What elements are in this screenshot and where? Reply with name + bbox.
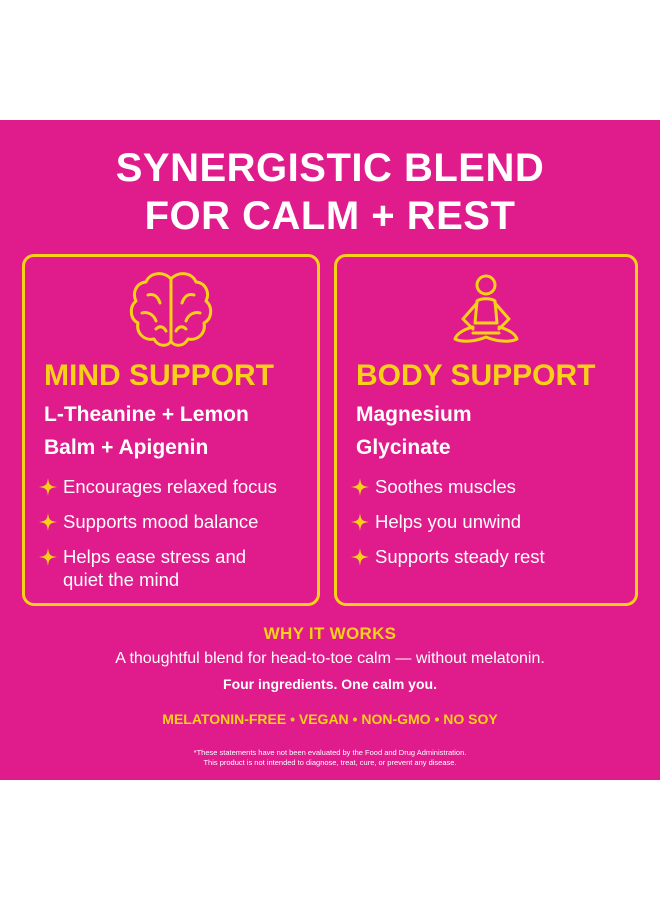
headline-line-2: FOR CALM + REST xyxy=(144,194,516,238)
benefit-list: Soothes muscles Helps you unwind Support… xyxy=(351,475,545,580)
why-tagline: Four ingredients. One calm you. xyxy=(223,676,437,692)
disclaimer-line-2: This product is not intended to diagnose… xyxy=(203,758,457,767)
card-subtitle-line-2: Balm + Apigenin xyxy=(44,436,209,459)
claims-badges: MELATONIN-FREE • VEGAN • NON-GMO • NO SO… xyxy=(162,711,498,727)
benefit-item: Helps you unwind xyxy=(351,510,545,533)
benefit-item: Supports mood balance xyxy=(39,510,277,533)
sparkle-icon xyxy=(351,513,369,531)
disclaimer-line-1: *These statements have not been evaluate… xyxy=(193,748,467,757)
sparkle-icon xyxy=(39,478,57,496)
benefit-item: Helps ease stress and quiet the mind xyxy=(39,545,277,591)
body-support-card: BODY SUPPORT Magnesium Glycinate Soothes… xyxy=(334,254,638,606)
benefit-text: Soothes muscles xyxy=(375,476,516,497)
promo-panel: SYNERGISTIC BLEND FOR CALM + REST MIND S… xyxy=(0,120,660,780)
card-subtitle-line-1: L-Theanine + Lemon xyxy=(44,403,249,426)
card-subtitle-line-2: Glycinate xyxy=(356,436,451,459)
benefit-item: Encourages relaxed focus xyxy=(39,475,277,498)
mind-support-card: MIND SUPPORT L-Theanine + Lemon Balm + A… xyxy=(22,254,320,606)
card-title: BODY SUPPORT xyxy=(356,359,596,392)
sparkle-icon xyxy=(351,548,369,566)
meditation-icon xyxy=(337,267,635,353)
benefit-item: Supports steady rest xyxy=(351,545,545,568)
brain-icon xyxy=(25,267,317,353)
benefit-item: Soothes muscles xyxy=(351,475,545,498)
benefit-text: Supports steady rest xyxy=(375,546,545,567)
why-it-works-heading: WHY IT WORKS xyxy=(263,624,397,643)
card-title: MIND SUPPORT xyxy=(44,359,275,392)
sparkle-icon xyxy=(39,548,57,566)
benefit-text-continued: quiet the mind xyxy=(63,569,180,590)
benefit-text: Encourages relaxed focus xyxy=(63,476,277,497)
benefit-text: Helps you unwind xyxy=(375,511,522,532)
sparkle-icon xyxy=(351,478,369,496)
why-description: A thoughtful blend for head-to-toe calm … xyxy=(115,650,545,667)
benefit-text: Supports mood balance xyxy=(63,511,259,532)
card-subtitle-line-1: Magnesium xyxy=(356,403,472,426)
sparkle-icon xyxy=(39,513,57,531)
benefit-list: Encourages relaxed focus Supports mood b… xyxy=(39,475,277,603)
benefit-text: Helps ease stress and xyxy=(63,546,247,567)
headline-line-1: SYNERGISTIC BLEND xyxy=(115,146,545,190)
